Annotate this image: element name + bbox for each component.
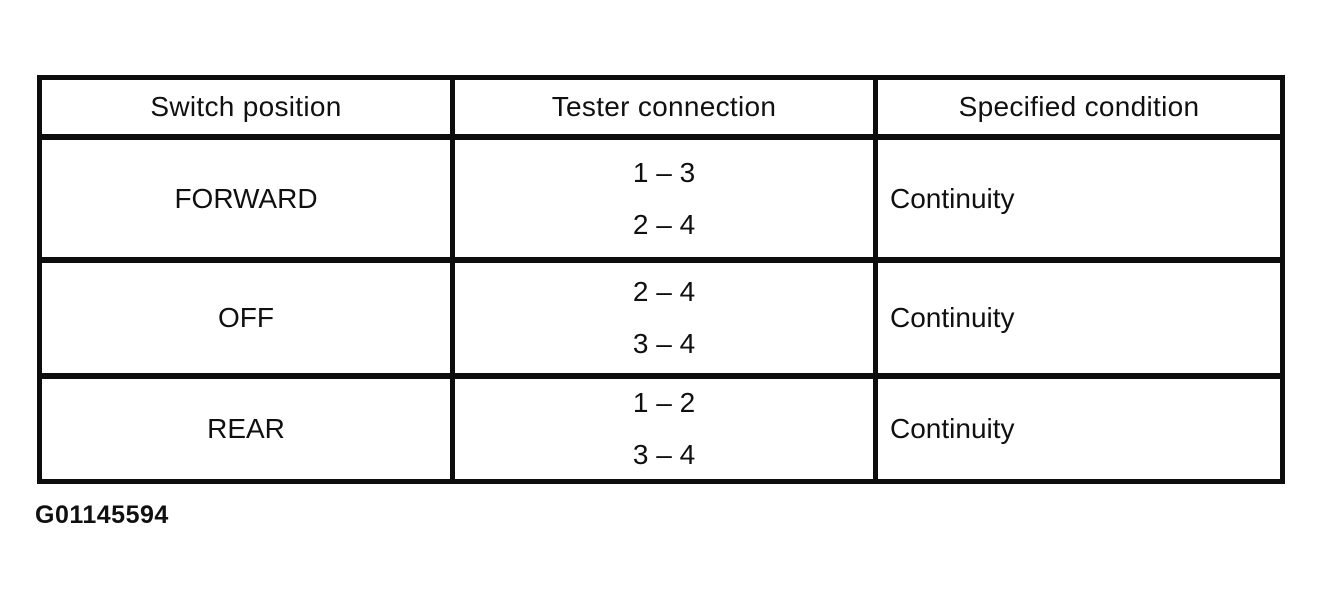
connection-pair: 2 – 4	[632, 276, 696, 307]
specified-condition-cell-forward: Continuity	[878, 140, 1280, 257]
specified-condition-cell-rear: Continuity	[878, 379, 1280, 479]
switch-position-cell-forward: FORWARD	[42, 140, 450, 257]
tester-connection-cell-rear: 1 – 2 3 – 4	[455, 379, 873, 479]
tester-connection-cell-off: 2 – 4 3 – 4	[455, 263, 873, 373]
tester-connection-cell-forward: 1 – 3 2 – 4	[455, 140, 873, 257]
connection-pair: 1 – 2	[632, 387, 696, 418]
connection-pair: 1 – 3	[632, 156, 696, 188]
column-header-specified-condition: Specified condition	[878, 80, 1280, 134]
continuity-spec-table: Switch position Tester connection Specif…	[37, 75, 1285, 484]
column-header-tester-connection: Tester connection	[455, 80, 873, 134]
connection-pair: 2 – 4	[632, 208, 696, 240]
figure-id-label: G01145594	[35, 501, 169, 529]
switch-position-cell-rear: REAR	[42, 379, 450, 479]
connection-pair: 3 – 4	[632, 328, 696, 359]
connection-pair: 3 – 4	[632, 439, 696, 470]
column-header-switch-position: Switch position	[42, 80, 450, 134]
specified-condition-cell-off: Continuity	[878, 263, 1280, 373]
switch-position-cell-off: OFF	[42, 263, 450, 373]
